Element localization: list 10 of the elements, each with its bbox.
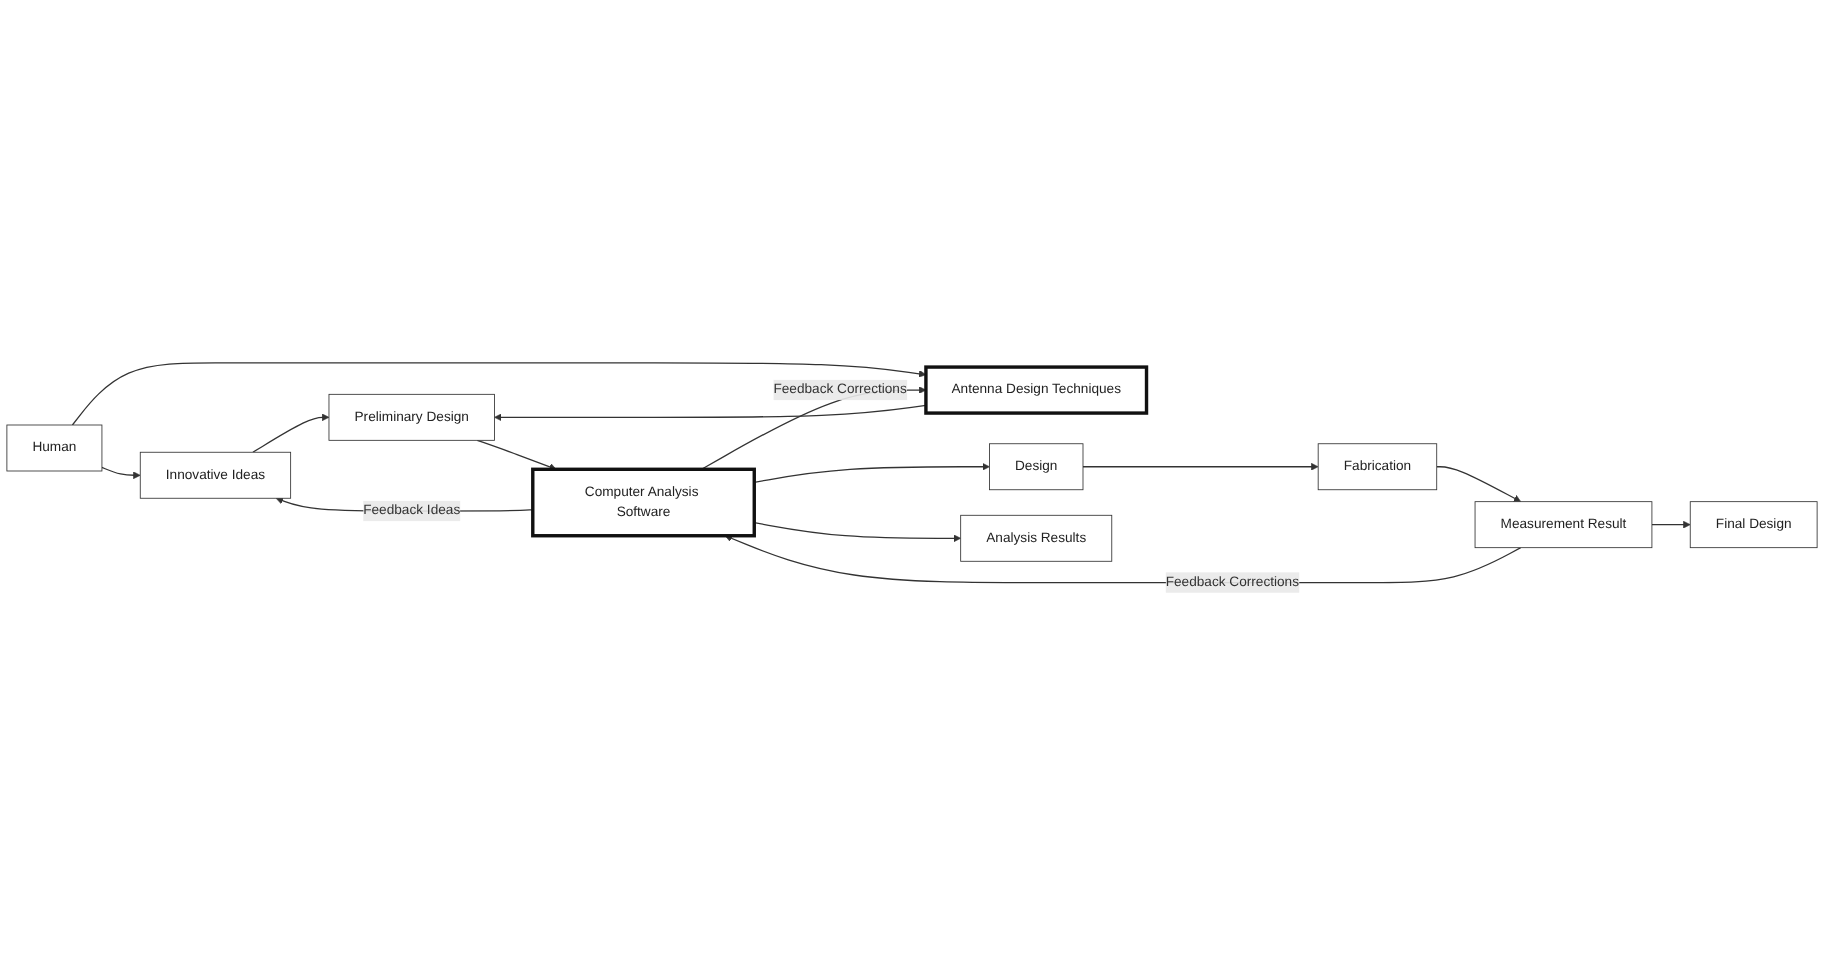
arrow	[1436, 466, 1522, 503]
arrow	[476, 439, 557, 471]
arrow	[101, 466, 141, 480]
arrow	[494, 404, 927, 422]
arrow	[1651, 521, 1691, 529]
arrow	[252, 413, 330, 454]
arrow	[753, 522, 961, 543]
arrow	[753, 463, 990, 484]
arrow	[1082, 463, 1319, 471]
arrow	[71, 362, 927, 426]
